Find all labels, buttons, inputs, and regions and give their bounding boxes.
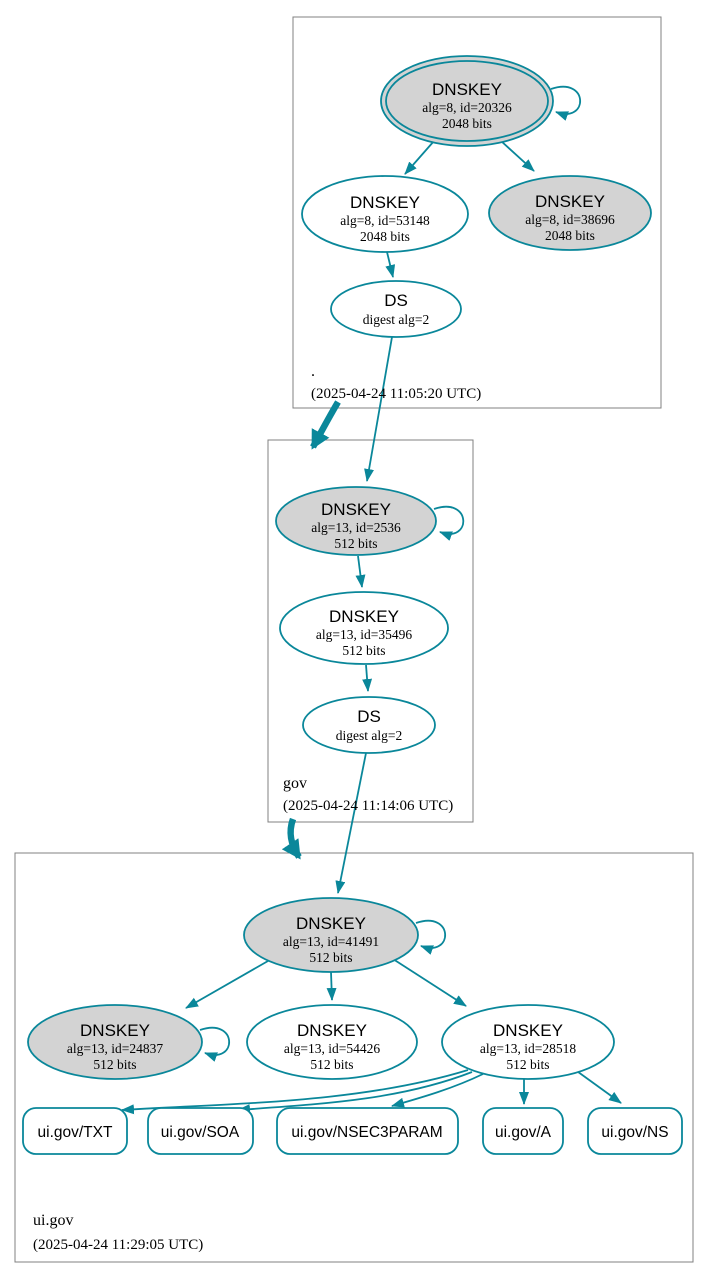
- rrset-ui-gov-ns-label: ui.gov/NS: [601, 1124, 668, 1141]
- rrset-node-ui-gov-a: ui.gov/A: [482, 1107, 564, 1155]
- dnskey-24837-bits: 512 bits: [93, 1057, 136, 1072]
- rrset-ui-gov-soa-label: ui.gov/SOA: [161, 1124, 240, 1141]
- dnskey-54426-title: DNSKEY: [297, 1021, 367, 1040]
- zone-box-gov: [267, 439, 474, 823]
- rrset-ui-gov-a-label: ui.gov/A: [495, 1124, 552, 1141]
- dnskey-54426-bits: 512 bits: [310, 1057, 353, 1072]
- dnskey-28518-detail: alg=13, id=28518: [480, 1041, 576, 1056]
- zone-label-root: .: [311, 363, 315, 380]
- ds-node-gov: DS digest alg=2: [302, 696, 436, 754]
- dnskey-54426-detail: alg=13, id=54426: [284, 1041, 380, 1056]
- dnskey-node-38696: DNSKEY alg=8, id=38696 2048 bits: [488, 175, 652, 251]
- edge-20326-to-53148: [404, 140, 435, 175]
- dnskey-20326-title: DNSKEY: [432, 80, 502, 99]
- ds-gov-title: DS: [357, 707, 381, 726]
- edge-35496-to-ds-gov: [362, 664, 373, 692]
- rrset-node-ui-gov-txt: ui.gov/TXT: [22, 1107, 128, 1155]
- delegation-arrow-gov-to-ui-gov: [281, 817, 302, 860]
- dnskey-38696-bits: 2048 bits: [545, 228, 595, 243]
- selfloop-dnskey-2536: [433, 506, 465, 541]
- dnskey-35496-detail: alg=13, id=35496: [316, 627, 412, 642]
- rrset-ui-gov-nsec3param-label: ui.gov/NSEC3PARAM: [291, 1124, 442, 1141]
- zone-timestamp-gov: (2025-04-24 11:14:06 UTC): [283, 798, 453, 814]
- dnskey-53148-title: DNSKEY: [350, 193, 420, 212]
- zone-label-ui-gov: ui.gov: [33, 1212, 73, 1229]
- ds-node-root: DS digest alg=2: [330, 280, 462, 338]
- dnskey-node-28518: DNSKEY alg=13, id=28518 512 bits: [441, 1004, 615, 1080]
- dnskey-38696-detail: alg=8, id=38696: [525, 212, 615, 227]
- edge-ds-root-to-dnskey-2536: [364, 336, 393, 482]
- edge-28518-to-nsec3param: [391, 1073, 484, 1108]
- ds-root-title: DS: [384, 291, 408, 310]
- selfloop-dnskey-24837: [199, 1027, 231, 1062]
- dnskey-node-54426: DNSKEY alg=13, id=54426 512 bits: [246, 1004, 418, 1080]
- edge-28518-to-soa: [237, 1071, 473, 1115]
- rrset-node-ui-gov-ns: ui.gov/NS: [587, 1107, 683, 1155]
- edge-41491-to-24837: [185, 960, 269, 1009]
- dnskey-35496-title: DNSKEY: [329, 607, 399, 626]
- dnskey-28518-bits: 512 bits: [506, 1057, 549, 1072]
- dnskey-24837-title: DNSKEY: [80, 1021, 150, 1040]
- zone-label-gov: gov: [283, 775, 307, 792]
- zone-timestamp-ui-gov: (2025-04-24 11:29:05 UTC): [33, 1237, 203, 1253]
- dnskey-2536-bits: 512 bits: [334, 536, 377, 551]
- edge-41491-to-28518: [392, 958, 467, 1007]
- dnskey-20326-bits: 2048 bits: [442, 116, 492, 131]
- dnskey-2536-detail: alg=13, id=2536: [311, 520, 401, 535]
- zone-box-ui-gov: [14, 852, 694, 1263]
- dnskey-38696-title: DNSKEY: [535, 192, 605, 211]
- dnskey-24837-detail: alg=13, id=24837: [67, 1041, 163, 1056]
- edge-53148-to-ds-root: [385, 251, 396, 278]
- edge-28518-to-ns: [573, 1068, 622, 1104]
- dnskey-53148-detail: alg=8, id=53148: [340, 213, 430, 228]
- ds-root-detail: digest alg=2: [363, 312, 429, 327]
- dnskey-node-2536: DNSKEY alg=13, id=2536 512 bits: [275, 486, 437, 556]
- edge-41491-to-54426: [326, 971, 337, 1001]
- dnskey-node-24837: DNSKEY alg=13, id=24837 512 bits: [27, 1004, 203, 1080]
- dnskey-41491-bits: 512 bits: [309, 950, 352, 965]
- zone-box-root: [292, 16, 662, 409]
- dnskey-41491-title: DNSKEY: [296, 914, 366, 933]
- dnskey-35496-bits: 512 bits: [342, 643, 385, 658]
- rrset-node-ui-gov-nsec3param: ui.gov/NSEC3PARAM: [276, 1107, 459, 1155]
- dnskey-20326-detail: alg=8, id=20326: [422, 100, 512, 115]
- edge-20326-to-38696: [500, 140, 535, 172]
- zone-timestamp-root: (2025-04-24 11:05:20 UTC): [311, 386, 481, 402]
- dnskey-node-53148: DNSKEY alg=8, id=53148 2048 bits: [301, 175, 469, 253]
- ds-gov-detail: digest alg=2: [336, 728, 402, 743]
- dnskey-53148-bits: 2048 bits: [360, 229, 410, 244]
- dnskey-28518-title: DNSKEY: [493, 1021, 563, 1040]
- delegation-arrow-root-to-gov: [310, 400, 341, 450]
- rrset-ui-gov-txt-label: ui.gov/TXT: [38, 1124, 113, 1141]
- dnskey-node-41491: DNSKEY alg=13, id=41491 512 bits: [243, 897, 419, 973]
- dnskey-node-35496: DNSKEY alg=13, id=35496 512 bits: [279, 591, 449, 665]
- dnskey-node-20326: DNSKEY alg=8, id=20326 2048 bits: [380, 55, 554, 147]
- dnskey-2536-title: DNSKEY: [321, 500, 391, 519]
- rrset-node-ui-gov-soa: ui.gov/SOA: [147, 1107, 254, 1155]
- edge-ds-gov-to-dnskey-41491: [335, 752, 367, 894]
- edge-2536-to-35496: [355, 555, 366, 588]
- selfloop-dnskey-20326: [550, 86, 582, 121]
- dnskey-41491-detail: alg=13, id=41491: [283, 934, 379, 949]
- selfloop-dnskey-41491: [415, 920, 447, 955]
